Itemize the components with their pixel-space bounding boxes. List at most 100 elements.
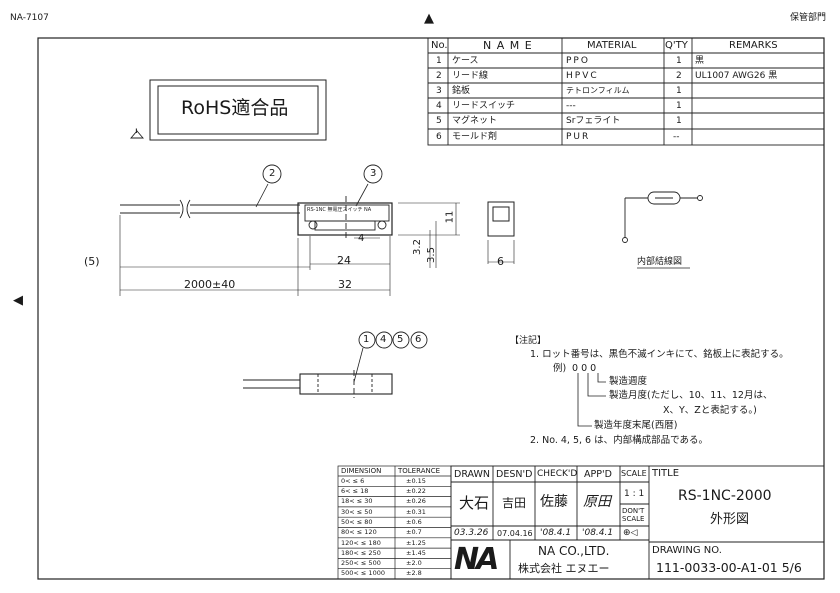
checked-date: '08.4.1 bbox=[540, 528, 572, 538]
tol-range: 6< ≤ 18 bbox=[341, 487, 369, 495]
approved-label: APP'D bbox=[584, 469, 612, 480]
doc-code: NA-7107 bbox=[10, 13, 49, 23]
note-example-label: 例) bbox=[553, 363, 567, 374]
part-no: 5 bbox=[436, 116, 442, 126]
part-name: 銘板 bbox=[452, 86, 471, 96]
rohs-label: RoHS適合品 bbox=[181, 97, 289, 119]
notes-title: 【注記】 bbox=[510, 336, 547, 346]
dim-lead-protrusion: (5) bbox=[84, 255, 100, 268]
left-center-mark: ◀ bbox=[13, 293, 23, 308]
note-2: 2. No. 4, 5, 6 は、内部構成部品である。 bbox=[530, 435, 709, 446]
company-name-jp: 株式会社 エヌエー bbox=[518, 562, 610, 575]
drawing-no-label: DRAWING NO. bbox=[652, 545, 722, 556]
tol-header-tolerance: TOLERANCE bbox=[398, 467, 441, 475]
tol-range: 500< ≤ 1000 bbox=[341, 569, 385, 577]
balloon-leaders bbox=[255, 183, 369, 383]
checked-label: CHECK'D bbox=[537, 469, 578, 479]
part-qty: 1 bbox=[676, 56, 682, 66]
note-month-b: X、Y、Zと表記する。) bbox=[663, 405, 757, 416]
part-material: Srフェライト bbox=[566, 116, 621, 126]
dim-32: 32 bbox=[338, 278, 352, 291]
balloon-magnet-number: 5 bbox=[397, 334, 404, 345]
part-name: リード線 bbox=[452, 71, 489, 81]
tol-value: ±0.15 bbox=[406, 477, 426, 485]
balloons bbox=[262, 164, 428, 349]
tol-value: ±0.31 bbox=[406, 508, 426, 516]
scale-value: 1 : 1 bbox=[624, 489, 645, 499]
designed-date: 07.04.16 bbox=[497, 529, 533, 538]
tolerance-table-grid bbox=[337, 465, 452, 580]
tol-value: ±0.7 bbox=[406, 528, 422, 536]
part-name: マグネット bbox=[452, 116, 498, 126]
tol-range: 80< ≤ 120 bbox=[341, 528, 377, 536]
title-block-grid bbox=[450, 465, 825, 580]
tol-value: ±2.0 bbox=[406, 559, 422, 567]
part-remarks: 黒 bbox=[695, 56, 705, 66]
note-week: 製造週度 bbox=[609, 376, 648, 387]
part-material: PPO bbox=[566, 56, 590, 66]
lot-code-leaders bbox=[577, 373, 606, 427]
col-header-name: N A M E bbox=[483, 39, 533, 52]
col-header-no: No. bbox=[431, 40, 448, 51]
tol-range: 18< ≤ 30 bbox=[341, 497, 373, 505]
part-no: 3 bbox=[436, 86, 442, 96]
tol-range: 0< ≤ 6 bbox=[341, 477, 365, 485]
projection-symbol-icon: ⊕◁ bbox=[623, 528, 638, 538]
balloon-lead-number: 2 bbox=[269, 168, 276, 179]
company-logo: NA bbox=[454, 542, 499, 577]
checked-by: 佐藤 bbox=[540, 494, 568, 510]
tol-header-dimension: DIMENSION bbox=[341, 467, 382, 475]
part-qty: 2 bbox=[676, 71, 682, 81]
dim-lead-length: 2000±40 bbox=[184, 278, 236, 291]
tol-range: 50< ≤ 80 bbox=[341, 518, 373, 526]
front-view bbox=[120, 196, 393, 240]
part-no: 2 bbox=[436, 71, 442, 81]
drawn-date: 03.3.26 bbox=[454, 528, 489, 538]
part-remarks: UL1007 AWG26 黒 bbox=[695, 71, 778, 81]
title-label: TITLE bbox=[652, 468, 680, 479]
top-center-mark: ▲ bbox=[424, 11, 434, 26]
part-name: モールド剤 bbox=[452, 132, 498, 142]
part-qty: 1 bbox=[676, 116, 682, 126]
balloon-case-number: 1 bbox=[363, 334, 370, 345]
drawn-by: 大石 bbox=[459, 494, 490, 512]
dim-3-5: 3.5 bbox=[425, 247, 437, 263]
approved-by: 原田 bbox=[583, 494, 611, 510]
note-year: 製造年度末尾(西暦) bbox=[594, 420, 678, 431]
tol-value: ±1.25 bbox=[406, 539, 426, 547]
part-no: 6 bbox=[436, 132, 442, 142]
part-material: HPVC bbox=[566, 71, 599, 81]
wiring-diagram-label: 内部結線図 bbox=[637, 257, 683, 267]
drawing-subtitle: 外形図 bbox=[710, 512, 750, 527]
company-name-en: NA CO.,LTD. bbox=[538, 544, 610, 558]
scale-label: SCALE bbox=[621, 469, 647, 478]
balloon-mould-number: 6 bbox=[415, 334, 422, 345]
designed-label: DESN'D bbox=[496, 469, 533, 480]
side-view bbox=[243, 370, 393, 398]
drawing-title: RS-1NC-2000 bbox=[678, 488, 772, 504]
tol-value: ±0.22 bbox=[406, 487, 426, 495]
part-material: PUR bbox=[566, 132, 591, 142]
end-view bbox=[487, 201, 515, 264]
part-qty: 1 bbox=[676, 86, 682, 96]
tol-range: 30< ≤ 50 bbox=[341, 508, 373, 516]
note-1: 1. ロット番号は、黒色不滅インキにて、銘板上に表記する。 bbox=[530, 349, 789, 360]
tol-value: ±1.45 bbox=[406, 549, 426, 557]
part-name: ケース bbox=[452, 56, 479, 66]
dim-24: 24 bbox=[337, 254, 351, 267]
control-label: 保管部門 bbox=[790, 13, 827, 23]
part-material: テトロンフィルム bbox=[566, 86, 630, 95]
balloon-switch-number: 4 bbox=[380, 334, 387, 345]
warning-triangle-icon bbox=[130, 130, 144, 139]
tol-range: 180< ≤ 250 bbox=[341, 549, 381, 557]
approved-date: '08.4.1 bbox=[582, 528, 614, 538]
col-header-qty: Q'TY bbox=[665, 40, 688, 51]
dim-11: 11 bbox=[444, 210, 456, 224]
col-header-material: MATERIAL bbox=[587, 40, 637, 51]
parts-table-grid bbox=[427, 37, 825, 146]
part-no: 1 bbox=[436, 56, 442, 66]
warning-mark: ! bbox=[135, 128, 138, 135]
dimension-lines bbox=[119, 202, 460, 296]
tol-range: 120< ≤ 180 bbox=[341, 539, 381, 547]
